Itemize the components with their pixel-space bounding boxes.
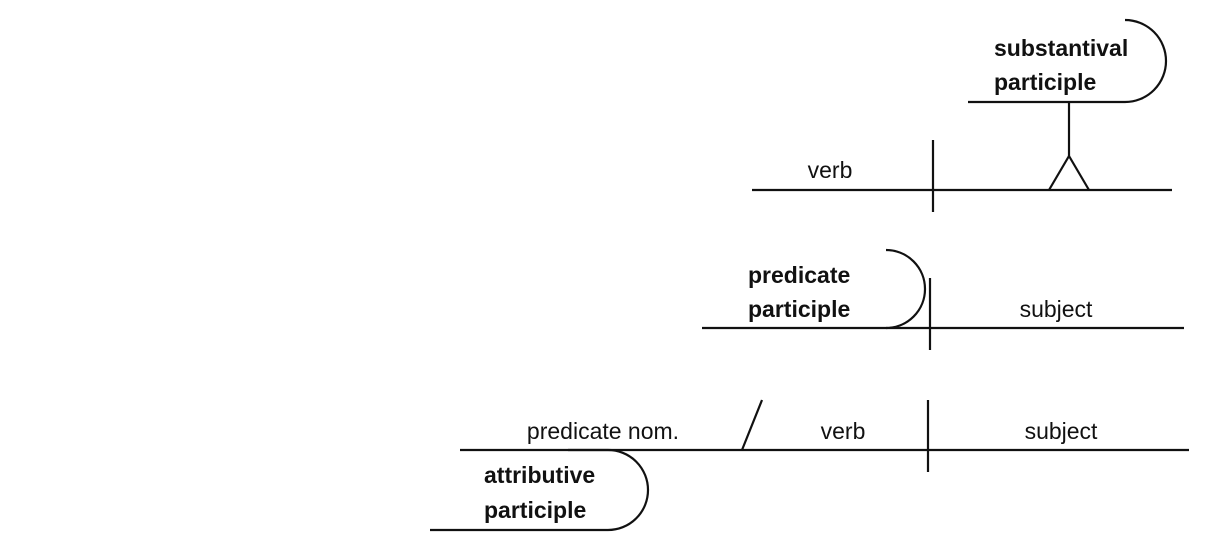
predicate-nom-label: predicate nom.: [527, 418, 679, 444]
substantival-participle-diagram: verb substantival participle: [752, 18, 1172, 212]
verb-label: verb: [808, 157, 853, 183]
participle-label-line1: attributive: [484, 462, 595, 488]
participle-label-line2: participle: [994, 69, 1096, 95]
pedestal: [1048, 153, 1090, 191]
verb-label: verb: [821, 418, 866, 444]
attributive-participle-diagram: predicate nom. verb subject attributive …: [430, 399, 1189, 532]
participle-label-line2: participle: [484, 497, 586, 523]
subject-label: subject: [1025, 418, 1098, 444]
subject-label: subject: [1020, 296, 1093, 322]
participle-label-line2: participle: [748, 296, 850, 322]
participle-bracket: [885, 248, 927, 330]
participle-bracket: [968, 18, 1168, 104]
predicate-nominative-slash: [740, 399, 764, 451]
predicate-participle-diagram: predicate participle subject: [702, 248, 1184, 350]
participle-label-line1: predicate: [748, 262, 850, 288]
participle-bracket: [430, 448, 650, 532]
participle-label-line1: substantival: [994, 35, 1128, 61]
